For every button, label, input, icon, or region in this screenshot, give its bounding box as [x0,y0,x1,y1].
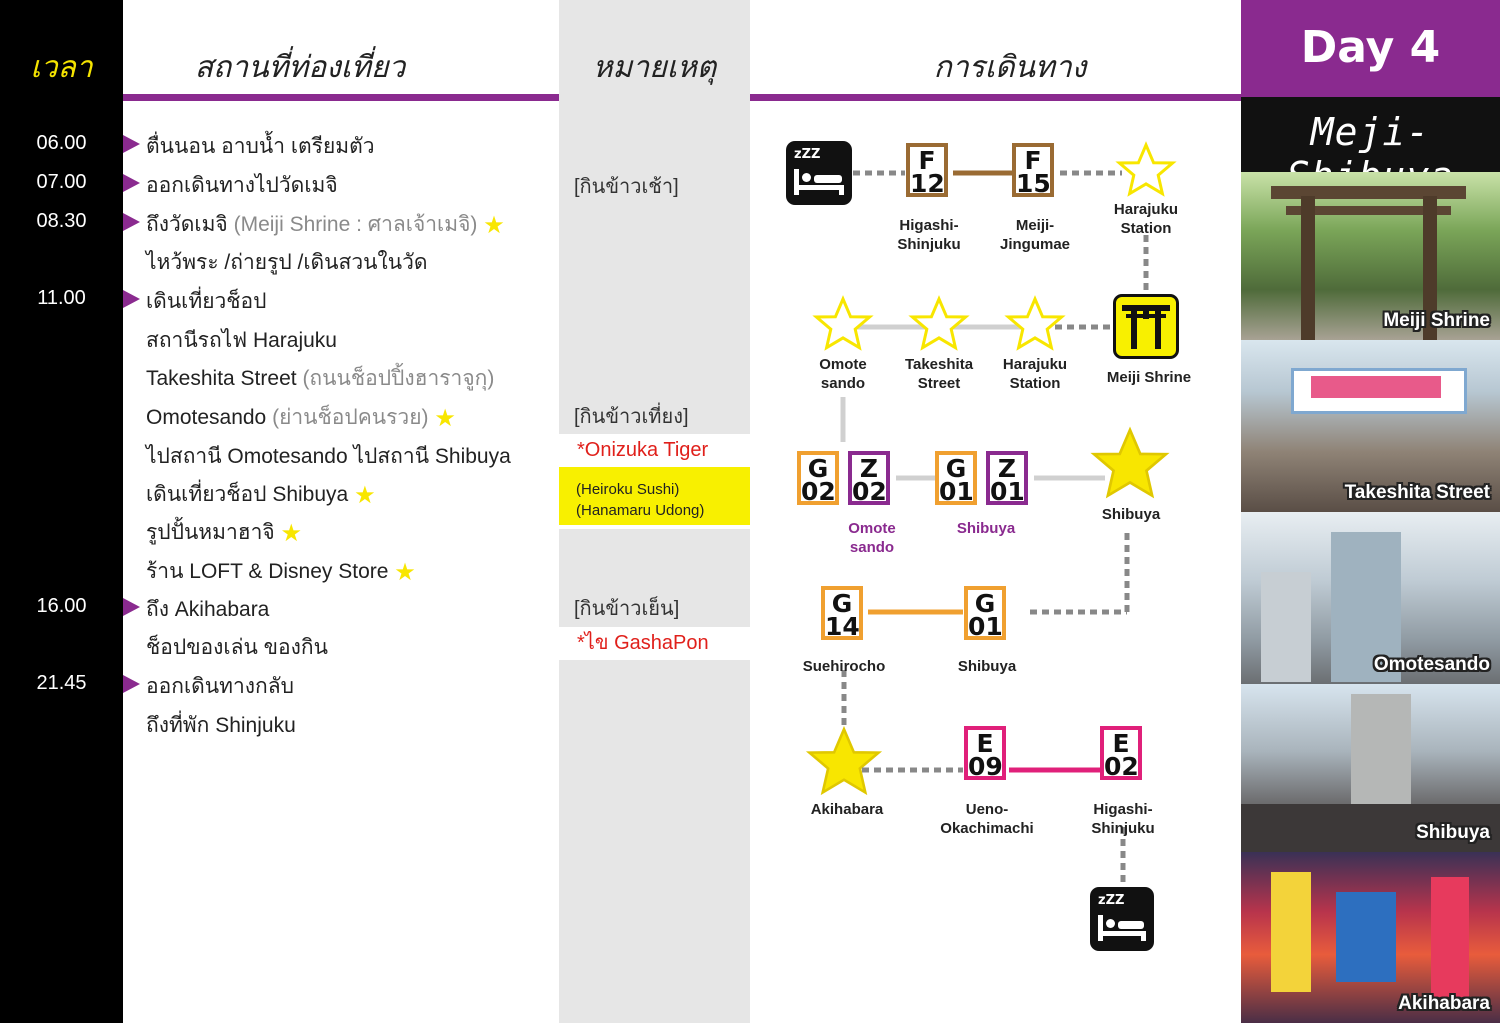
note-heiroku: (Heiroku Sushi) [576,481,680,498]
day-banner [1241,0,1500,97]
note-dinner: [กินข้าวเย็น] [574,598,680,620]
time-2145: 21.45 [36,672,87,694]
header-divider [123,94,559,101]
label-suehirocho: Suehirocho [802,658,886,675]
label-harajuku-station-2: Harajuku Station [1002,356,1068,392]
time-column-header: เวลา [30,50,93,85]
schedule-item: ช็อปของเล่น ของกิน [146,636,328,659]
note-gashapon: *ไข GashaPon [559,627,750,660]
bullet-triangle [123,598,140,616]
label-shibuya-station: Shibuya [956,520,1016,537]
label-meiji-shrine: Meiji Shrine [1106,369,1192,386]
schedule-item: ไปสถานี Omotesando ไปสถานี Shibuya [146,445,511,468]
star-takeshita [910,297,968,350]
label-meiji-jingumae: Meiji- Jingumae [999,217,1071,253]
bullet-triangle [123,174,140,192]
note-onizuka: *Onizuka Tiger [559,434,750,467]
photo-omotesando: Omotesando [1241,512,1500,684]
star-harajuku-2 [1006,297,1064,350]
route-header-divider [750,94,1241,101]
day-label: Day 4 [1300,22,1441,73]
photo-caption: Akihabara [1398,993,1490,1014]
photo-meiji-shrine: Meiji Shrine [1241,172,1500,340]
time-1100: 11.00 [37,287,86,309]
schedule-item: สถานีรถไฟ Harajuku [146,329,337,352]
label-harajuku-station: Harajuku Station [1113,201,1179,237]
label-shibuya: Shibuya [1101,506,1161,523]
schedule-item: Omotesando (ย่านช็อปคนรวย) ★ [146,405,456,432]
note-hanamaru: (Hanamaru Udong) [576,502,705,519]
schedule-item: รูปปั้นหมาฮาจิ ★ [146,520,303,547]
schedule-item: ถึงที่พัก Shinjuku [146,714,296,737]
star-akihabara [808,727,880,794]
time-0600: 06.00 [36,132,87,154]
star-icon: ★ [280,520,303,547]
label-ueno-okachimachi: Ueno- Okachimachi [940,801,1034,837]
schedule-item: ถึง Akihabara [146,598,270,621]
note-lunch: [กินข้าวเที่ยง] [574,406,689,428]
photo-caption: Meiji Shrine [1383,310,1490,331]
schedule-item: เดินเที่ยวช็อป [146,290,267,313]
time-0830: 08.30 [36,210,87,232]
photo-caption: Shibuya [1416,822,1490,843]
schedule-item: ถึงวัดเมจิ (Meiji Shrine : ศาลเจ้าเมจิ) … [146,212,505,239]
label-akihabara: Akihabara [810,801,884,818]
photo-shibuya: Shibuya [1241,684,1500,852]
photo-caption: Takeshita Street [1344,482,1490,503]
photo-akihabara: Akihabara [1241,852,1500,1023]
places-column-header: สถานที่ท่องเที่ยว [194,50,406,85]
time-1600: 16.00 [36,595,87,617]
star-icon: ★ [394,559,416,586]
label-omotesando-station: Omote sando [848,520,896,556]
note-breakfast: [กินข้าวเช้า] [574,176,679,198]
star-icon: ★ [434,405,456,432]
time-0700: 07.00 [36,171,87,193]
schedule-item: ตื่นนอน อาบน้ำ เตรียมตัว [146,135,375,158]
label-omotesando: Omote sando [819,356,867,392]
route-title-banner [1241,97,1500,172]
star-icon: ★ [354,482,376,509]
torii-gate-icon [1113,294,1179,359]
route-column-header: การเดินทาง [933,50,1087,85]
bullet-triangle [123,213,140,231]
star-harajuku-1 [1117,143,1175,196]
photo-takeshita-street: Takeshita Street [1241,340,1500,512]
schedule-item: ออกเดินทางไปวัดเมจิ [146,174,338,197]
photo-caption: Omotesando [1373,654,1490,675]
note-spacer [559,525,750,529]
note-restaurants-box: (Heiroku Sushi) (Hanamaru Udong) [559,467,750,525]
notes-column-header: หมายเหตุ [592,50,717,85]
star-icon: ★ [483,212,505,239]
label-higashi-shinjuku: Higashi- Shinjuku [897,217,961,253]
hotel-bed-icon: zZZ [786,141,852,205]
label-shibuya-2: Shibuya [957,658,1017,675]
schedule-item: ไหว้พระ /ถ่ายรูป /เดินสวนในวัด [146,251,428,274]
hotel-bed-icon: zZZ [1090,887,1154,951]
bullet-triangle [123,135,140,153]
bullet-triangle [123,675,140,693]
label-takeshita-street: Takeshita Street [904,356,974,392]
schedule-item: ร้าน LOFT & Disney Store ★ [146,559,416,586]
schedule-item: ออกเดินทางกลับ [146,675,294,698]
schedule-item: เดินเที่ยวช็อป Shibuya ★ [146,482,376,509]
star-shibuya [1092,428,1168,497]
schedule-item: Takeshita Street (ถนนช็อปปิ้งฮาราจูกุ) [146,367,495,390]
label-higashi-shinjuku-2: Higashi- Shinjuku [1091,801,1155,837]
route-map [808,143,1175,887]
time-column [0,0,123,1023]
bullet-triangle [123,290,140,308]
star-omotesando [814,297,872,350]
